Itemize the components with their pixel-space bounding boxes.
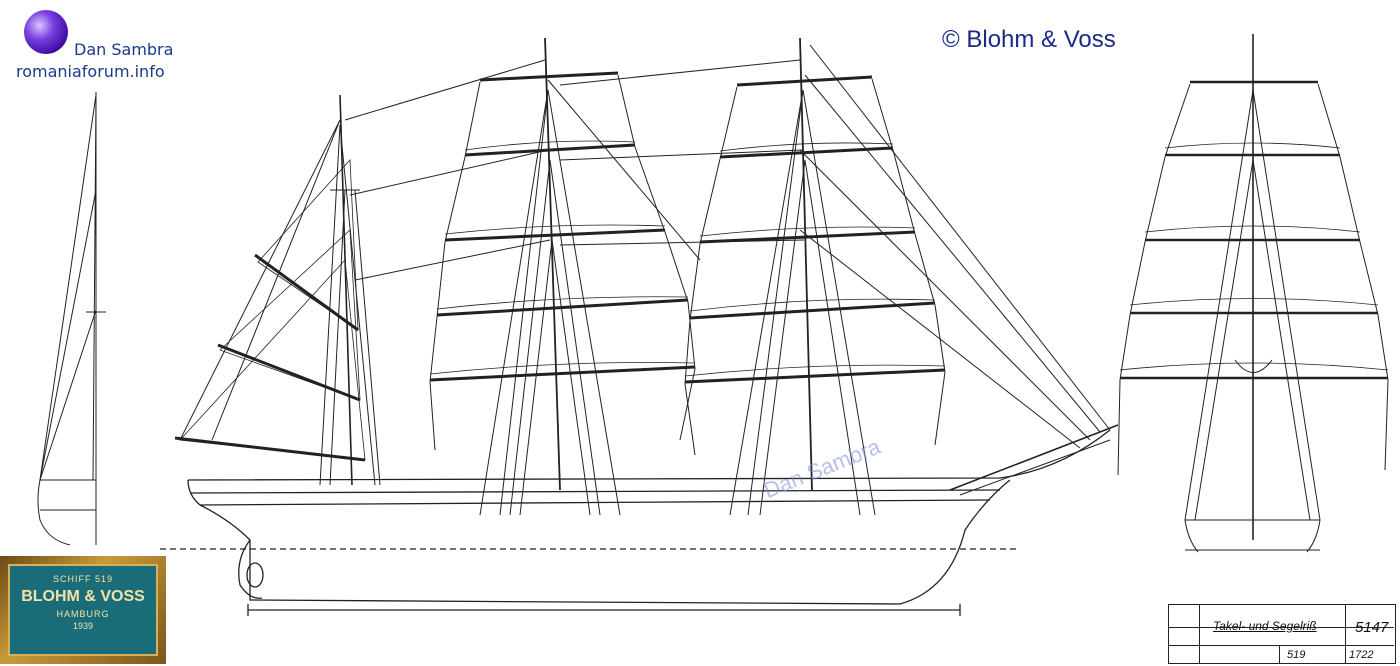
front-view-right	[1117, 34, 1389, 553]
fore-mast	[559, 37, 946, 516]
end-view-left	[37, 92, 106, 546]
drawing-code: 5147	[1355, 619, 1389, 636]
drawing-title: Takel- und Segelriß	[1213, 619, 1317, 633]
hull	[160, 429, 1111, 616]
watermark-name: Dan Sambra	[74, 40, 174, 59]
title-block: Takel- und Segelriß 5147 519 1722	[1168, 604, 1396, 664]
plaque-line-2: BLOHM & VOSS	[21, 588, 145, 605]
main-mast	[344, 37, 701, 516]
watermark-logo: Dan Sambra romaniaforum.info	[6, 4, 176, 81]
drawing-number-2: 1722	[1349, 649, 1374, 661]
plaque-line-3: HAMBURG	[56, 609, 110, 619]
plaque-face: SCHIFF 519 BLOHM & VOSS HAMBURG 1939	[8, 564, 158, 656]
mizzen-mast	[174, 94, 381, 486]
bowsprit	[799, 44, 1119, 496]
drawing-number-1: 519	[1287, 649, 1306, 661]
copyright-text: © Blohm & Voss	[942, 26, 1116, 53]
builders-plaque: SCHIFF 519 BLOHM & VOSS HAMBURG 1939	[0, 556, 166, 664]
watermark-site: romaniaforum.info	[16, 62, 165, 81]
plaque-line-4: 1939	[72, 621, 94, 631]
plaque-line-1: SCHIFF 519	[52, 574, 113, 584]
globe-logo-icon	[24, 10, 68, 54]
